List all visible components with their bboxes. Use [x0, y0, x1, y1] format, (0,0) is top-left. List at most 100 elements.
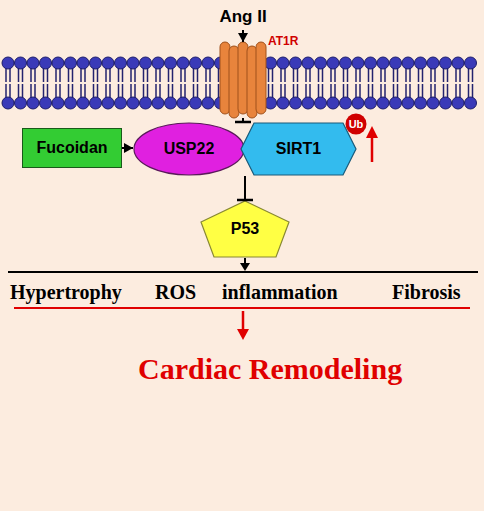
membrane-part	[77, 97, 89, 109]
membrane-part	[84, 84, 86, 98]
receptor: AT1R	[218, 42, 268, 118]
effect-label: inflammation	[222, 281, 338, 304]
membrane-part	[93, 68, 95, 82]
membrane-part	[284, 84, 286, 98]
membrane-part	[209, 68, 211, 82]
membrane-part	[447, 68, 449, 82]
receptor-outline	[218, 42, 268, 118]
membrane-part	[72, 68, 74, 82]
membrane-part	[80, 68, 82, 82]
membrane-part	[134, 68, 136, 82]
membrane-part	[72, 84, 74, 98]
membrane-part	[193, 84, 195, 98]
membrane-part	[140, 97, 152, 109]
arrow-head	[238, 33, 248, 42]
inhibition-connector	[235, 118, 251, 122]
helix	[256, 42, 266, 114]
membrane-part	[368, 68, 370, 82]
membrane-part	[393, 68, 395, 82]
membrane-part	[372, 68, 374, 82]
membrane-part	[268, 84, 270, 98]
membrane-part	[9, 68, 11, 82]
membrane-part	[159, 84, 161, 98]
membrane-part	[372, 84, 374, 98]
membrane-part	[384, 84, 386, 98]
arrow-head	[124, 143, 133, 153]
membrane-part	[159, 68, 161, 82]
membrane-part	[380, 68, 382, 82]
membrane-part	[109, 84, 111, 98]
membrane-part	[190, 57, 202, 69]
membrane-part	[80, 84, 82, 98]
membrane-part	[452, 97, 464, 109]
membrane-part	[77, 57, 89, 69]
effect-label: ROS	[155, 281, 196, 304]
node-label: Fucoidan	[23, 129, 121, 167]
arrow-head	[366, 126, 378, 138]
membrane-part	[434, 84, 436, 98]
membrane-part	[318, 84, 320, 98]
membrane-part	[443, 68, 445, 82]
red-line	[14, 307, 470, 309]
membrane-part	[293, 84, 295, 98]
red-arrow	[242, 311, 245, 330]
membrane-part	[205, 84, 207, 98]
protein-hexagon: SIRT1Ub	[240, 122, 357, 176]
increase-arrow	[371, 136, 374, 162]
membrane-part	[277, 57, 289, 69]
arrow-connector	[122, 143, 133, 153]
membrane-part	[134, 84, 136, 98]
membrane-part	[68, 68, 70, 82]
membrane-part	[468, 68, 470, 82]
membrane-part	[359, 84, 361, 98]
membrane-part	[397, 84, 399, 98]
membrane-part	[90, 57, 102, 69]
membrane-part	[359, 68, 361, 82]
membrane-part	[315, 97, 327, 109]
enzyme-ellipse: USP22	[133, 122, 245, 176]
membrane-part	[168, 84, 170, 98]
membrane-part	[272, 68, 274, 82]
membrane-part	[277, 97, 289, 109]
membrane-part	[34, 84, 36, 98]
membrane-part	[193, 68, 195, 82]
membrane-part	[290, 57, 302, 69]
membrane-part	[302, 57, 314, 69]
membrane-part	[302, 97, 314, 109]
membrane-part	[115, 57, 127, 69]
membrane-part	[118, 68, 120, 82]
membrane-part	[315, 57, 327, 69]
membrane-part	[272, 84, 274, 98]
membrane-part	[97, 68, 99, 82]
membrane-part	[405, 68, 407, 82]
membrane-part	[102, 97, 114, 109]
membrane-part	[65, 97, 77, 109]
circle-outline	[346, 114, 367, 135]
membrane-part	[340, 57, 352, 69]
membrane-part	[5, 68, 7, 82]
arrow-head	[237, 329, 249, 340]
membrane-part	[18, 68, 20, 82]
membrane-part	[184, 68, 186, 82]
arrow-connector	[238, 30, 248, 42]
connector-line	[244, 176, 246, 200]
membrane-part	[422, 68, 424, 82]
membrane-part	[202, 57, 214, 69]
membrane-part	[143, 68, 145, 82]
membrane-part	[297, 68, 299, 82]
membrane-part	[305, 68, 307, 82]
membrane-part	[380, 84, 382, 98]
membrane-part	[284, 68, 286, 82]
node-label: P53	[200, 200, 290, 258]
membrane-part	[165, 97, 177, 109]
membrane-part	[418, 68, 420, 82]
membrane-part	[15, 57, 27, 69]
membrane-part	[190, 97, 202, 109]
membrane-part	[22, 84, 24, 98]
membrane-part	[197, 84, 199, 98]
membrane-part	[177, 97, 189, 109]
membrane-part	[305, 84, 307, 98]
membrane-part	[397, 68, 399, 82]
membrane-part	[59, 84, 61, 98]
